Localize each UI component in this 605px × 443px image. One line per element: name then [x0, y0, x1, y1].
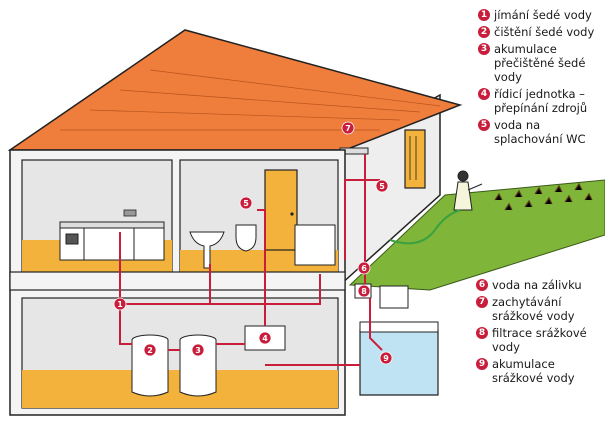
floor-slab	[10, 272, 345, 290]
legend-item-3: 3 akumulace přečištěné šedé vody	[478, 42, 603, 84]
legend-bottom: 6 voda na zálivku 7 zachytávání srážkové v…	[476, 278, 603, 388]
legend-text-4: řídicí jednotka – přepínání zdrojů	[494, 87, 587, 115]
marker-7-label: 7	[345, 124, 351, 133]
legend-num-9: 9	[476, 358, 488, 370]
legend-num-1: 1	[478, 9, 490, 21]
legend-text-8: filtrace srážkové vody	[492, 326, 587, 354]
legend-num-4: 4	[478, 88, 490, 100]
bathroom-door	[265, 170, 297, 250]
side-door	[405, 130, 425, 188]
legend-num-6: 6	[476, 279, 488, 291]
legend-item-4: 4 řídicí jednotka – přepínání zdrojů	[478, 87, 603, 115]
legend-text-5: voda na splachování WC	[494, 118, 586, 146]
bathtub	[295, 225, 335, 265]
roof	[10, 30, 460, 150]
marker-5b-label: 5	[379, 182, 385, 191]
legend-item-1: 1 jímání šedé vody	[478, 8, 603, 22]
legend-top: 1 jímání šedé vody 2 čištění šedé vody 3 ak…	[478, 8, 603, 149]
marker-4-label: 4	[262, 334, 268, 343]
kitchen-faucet	[124, 210, 136, 216]
marker-6-label: 6	[361, 264, 367, 273]
toilet	[236, 225, 256, 251]
legend-text-2: čištění šedé vody	[494, 25, 594, 39]
legend-num-2: 2	[478, 26, 490, 38]
legend-item-8: 8 filtrace srážkové vody	[476, 326, 603, 354]
legend-num-7: 7	[476, 296, 488, 308]
legend-num-3: 3	[478, 43, 490, 55]
legend-item-2: 2 čištění šedé vody	[478, 25, 603, 39]
legend-text-7: zachytávání srážkové vody	[492, 295, 575, 323]
marker-9-label: 9	[383, 354, 389, 363]
marker-8-label: 8	[361, 287, 367, 296]
legend-num-5: 5	[478, 119, 490, 131]
legend-item-9: 9 akumulace srážkové vody	[476, 357, 603, 385]
legend-item-6: 6 voda na zálivku	[476, 278, 603, 292]
marker-3-label: 3	[195, 346, 201, 355]
legend-item-7: 7 zachytávání srážkové vody	[476, 295, 603, 323]
legend-text-1: jímání šedé vody	[494, 8, 592, 22]
legend-num-8: 8	[476, 327, 488, 339]
legend-text-3: akumulace přečištěné šedé vody	[494, 42, 585, 84]
marker-2-label: 2	[147, 346, 153, 355]
marker-1-label: 1	[117, 300, 123, 309]
kitchen-units	[60, 222, 164, 260]
legend-text-9: akumulace srážkové vody	[492, 357, 575, 385]
legend-text-6: voda na zálivku	[492, 278, 582, 292]
marker-5a-label: 5	[243, 199, 249, 208]
legend-item-5: 5 voda na splachování WC	[478, 118, 603, 146]
